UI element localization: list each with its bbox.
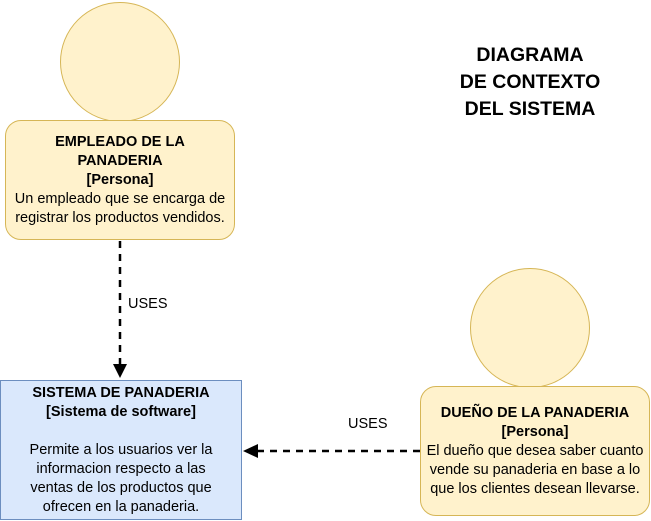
system-description: Permite a los usuarios ver la informacio… [29,441,213,515]
employee-head-icon [60,2,180,122]
owner-name: DUEÑO DE LA PANADERIA [440,404,630,421]
arrowhead-owner-to-system [243,444,258,458]
employee-person-box[interactable]: EMPLEADO DE LA PANADERIA [Persona] Un em… [5,120,235,240]
employee-name: EMPLEADO DE LA PANADERIA [55,133,185,169]
owner-head-icon [470,268,590,388]
owner-description: El dueño que desea saber cuanto vende su… [426,442,644,497]
employee-type: [Persona] [86,171,154,188]
arrowhead-employee-to-system [113,364,127,378]
owner-type: [Persona] [501,423,569,440]
employee-description: Un empleado que se encarga de registrar … [14,190,226,226]
owner-person-box[interactable]: DUEÑO DE LA PANADERIA [Persona] El dueño… [420,386,650,516]
system-box[interactable]: SISTEMA DE PANADERIA [Sistema de softwar… [0,380,242,520]
edge-label-owner: USES [348,416,388,432]
system-type: [Sistema de software] [46,403,196,420]
edge-label-employee: USES [128,296,168,312]
diagram-title: DIAGRAMA DE CONTEXTO DEL SISTEMA [459,44,601,120]
system-name: SISTEMA DE PANADERIA [32,384,210,401]
